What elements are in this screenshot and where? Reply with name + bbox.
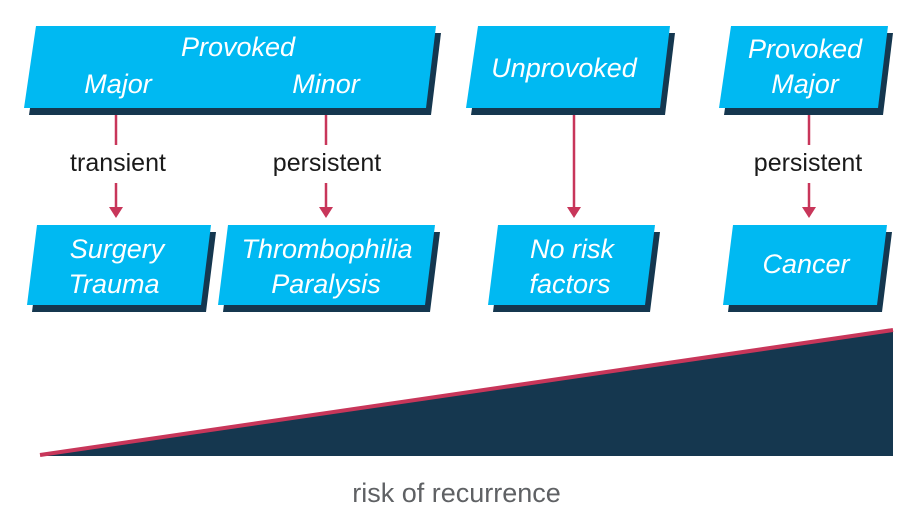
- risk-of-recurrence-label: risk of recurrence: [352, 478, 561, 508]
- box-label-provoked: Provoked: [181, 32, 296, 62]
- arrow-transient: transient: [70, 115, 166, 218]
- box-label-line1: Provoked: [748, 34, 863, 64]
- risk-wedge: [39, 328, 894, 457]
- box-label-line1: Surgery: [70, 234, 166, 264]
- edge-label-persistent: persistent: [754, 149, 862, 177]
- box-label-line2: Paralysis: [271, 269, 381, 299]
- box-no-risk-factors: No risk factors: [488, 225, 660, 312]
- box-shape: [719, 26, 888, 108]
- box-shape: [466, 26, 670, 108]
- edge-label-transient: transient: [70, 149, 166, 177]
- box-shape: [218, 225, 435, 305]
- box-provoked-major: Provoked Major: [719, 26, 893, 115]
- arrowhead-icon: [567, 207, 581, 218]
- box-surgery-trauma: Surgery Trauma: [27, 225, 216, 312]
- arrow-persistent-minor: persistent: [273, 115, 381, 218]
- box-shape: [723, 225, 887, 305]
- box-label-line1: No risk: [530, 234, 616, 264]
- arrow-unprovoked: [567, 115, 581, 218]
- box-shape: [24, 26, 436, 108]
- box-label-line2: Trauma: [68, 269, 159, 299]
- box-label-unprovoked: Unprovoked: [491, 53, 638, 83]
- box-cancer: Cancer: [723, 225, 892, 312]
- box-label-line2: factors: [529, 269, 610, 299]
- arrowhead-icon: [109, 207, 123, 218]
- box-thrombophilia-paralysis: Thrombophilia Paralysis: [218, 225, 440, 312]
- box-unprovoked: Unprovoked: [466, 26, 675, 115]
- box-label-cancer: Cancer: [762, 249, 850, 279]
- box-label-line1: Thrombophilia: [241, 234, 412, 264]
- arrowhead-icon: [802, 207, 816, 218]
- box-label-major: Major: [84, 69, 153, 99]
- arrowhead-icon: [319, 207, 333, 218]
- arrow-persistent-cancer: persistent: [754, 115, 862, 218]
- box-shape: [488, 225, 655, 305]
- box-label-line2: Major: [771, 69, 840, 99]
- box-provoked: Provoked Major Minor: [24, 26, 441, 115]
- edge-label-persistent: persistent: [273, 149, 381, 177]
- box-shape: [27, 225, 211, 305]
- wedge-top-edge: [39, 328, 894, 457]
- box-label-minor: Minor: [292, 69, 361, 99]
